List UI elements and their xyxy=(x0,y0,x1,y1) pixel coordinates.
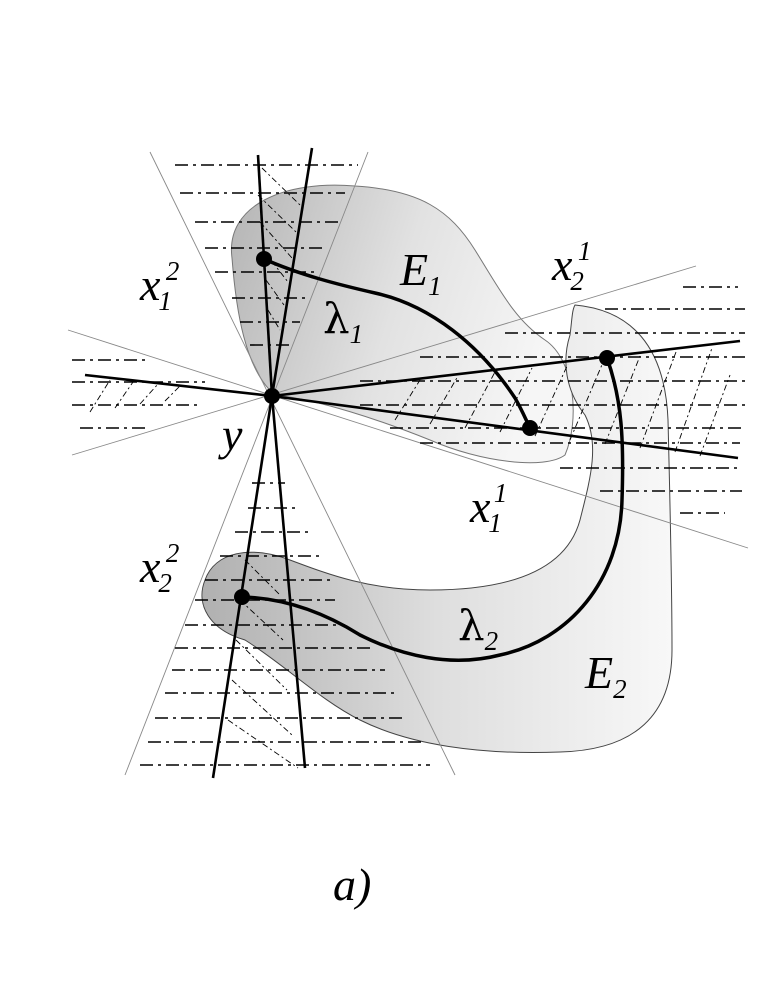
label-y: y xyxy=(218,409,243,460)
point-x22 xyxy=(234,589,250,605)
point-y xyxy=(264,388,280,404)
label-e1: E1 xyxy=(399,244,442,301)
lines-through-y xyxy=(84,147,741,779)
path-lambda-2 xyxy=(241,357,625,662)
label-x22: x22 xyxy=(139,538,179,598)
region-e1 xyxy=(231,184,574,464)
label-e2: E2 xyxy=(584,647,627,704)
label-x11: x11 xyxy=(469,478,507,538)
cone-boundaries xyxy=(67,151,749,776)
point-x11 xyxy=(522,420,538,436)
region-e2 xyxy=(201,304,673,754)
point-x12 xyxy=(256,251,272,267)
path-lambda-1 xyxy=(263,257,532,429)
label-x12: x12 xyxy=(139,256,179,316)
label-lambda-1: λ1 xyxy=(323,294,363,349)
points xyxy=(234,251,615,605)
wedge-hatching xyxy=(89,167,731,769)
point-x21 xyxy=(599,350,615,366)
figure-caption: a) xyxy=(333,859,371,910)
label-x21: x21 xyxy=(551,236,591,296)
label-lambda-2: λ2 xyxy=(458,601,498,656)
